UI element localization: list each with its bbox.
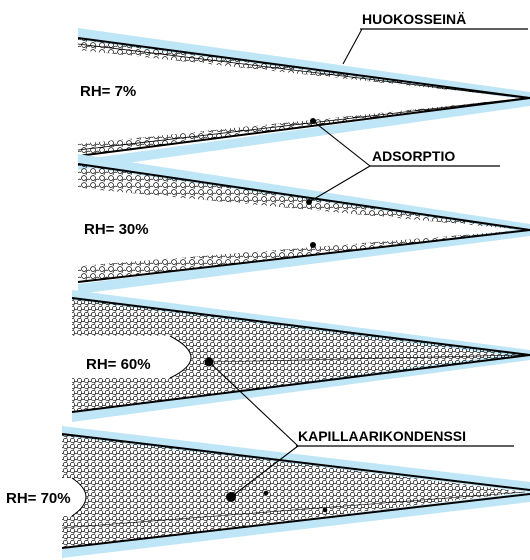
condensed-molecule	[264, 491, 269, 496]
condensed-water	[62, 434, 525, 548]
rh-label-7: RH= 7%	[80, 83, 136, 100]
pore-edge-top	[78, 38, 530, 98]
panel-rh7: RH= 7%	[78, 28, 530, 170]
panel-rh30: RH= 30%	[78, 154, 530, 294]
adsorbed-molecule	[310, 242, 316, 248]
condensed-molecule	[323, 508, 328, 513]
rh-label-30: RH= 30%	[84, 221, 149, 238]
capillary-condensation-label: KAPILLAARIKONDENSSI	[298, 428, 466, 444]
adsorption-label: ADSORPTIO	[372, 148, 455, 164]
pore-wall-label: HUOKOSSEINÄ	[362, 11, 466, 27]
pore-edge-bottom	[78, 98, 530, 156]
panel-rh60: RH= 60%	[72, 290, 530, 422]
rh-label-60: RH= 60%	[86, 356, 151, 373]
pore-wall-bottom	[78, 98, 530, 170]
rh-label-70: RH= 70%	[6, 490, 71, 507]
pore-wall-leader	[343, 29, 362, 64]
callout-pore-wall: HUOKOSSEINÄ	[343, 11, 528, 64]
